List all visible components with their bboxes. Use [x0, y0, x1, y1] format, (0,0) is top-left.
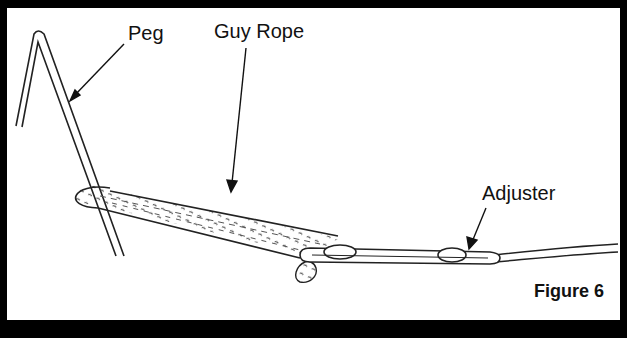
leader-lines: [70, 44, 486, 249]
part-label: Peg: [128, 22, 164, 44]
part-label: Guy Rope: [214, 20, 304, 42]
figure-caption: Figure 6: [534, 282, 604, 302]
part-label: Adjuster: [482, 182, 555, 204]
peg-drawing: [16, 31, 124, 256]
